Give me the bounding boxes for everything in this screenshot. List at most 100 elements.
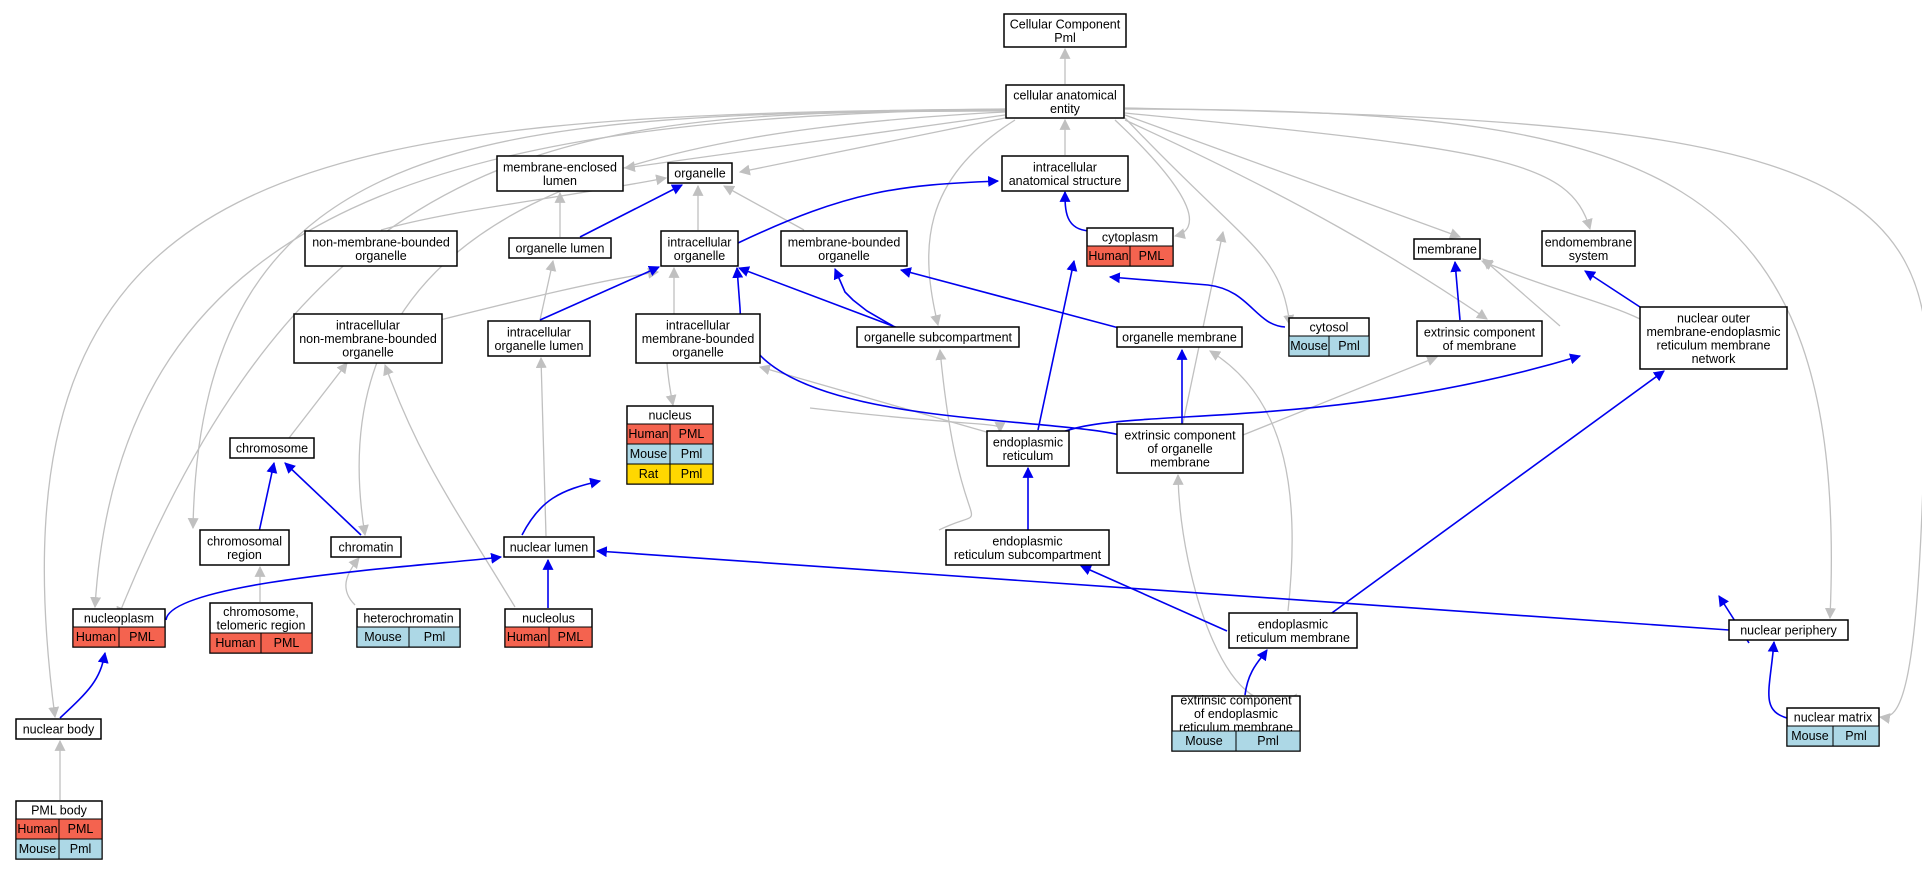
node-box: [1416, 320, 1543, 357]
species-label: Mouse: [1290, 339, 1328, 353]
is-a-edge: [43, 108, 1006, 719]
gene-label: PML: [68, 822, 94, 836]
node-label: organelle: [355, 249, 406, 263]
node-chromosome[interactable]: chromosome: [229, 437, 315, 459]
is-a-edge: [357, 111, 1006, 537]
node-label: of membrane: [1443, 339, 1517, 353]
gene-label: Pml: [681, 467, 703, 481]
node-nomerm[interactable]: nuclear outermembrane-endoplasmicreticul…: [1639, 306, 1788, 370]
node-label: organelle: [342, 346, 393, 360]
species-label: Human: [76, 630, 116, 644]
node-label: organelle lumen: [516, 242, 605, 256]
part-of-edge: [833, 267, 894, 327]
gene-cell: [260, 632, 313, 654]
node-label: cytoplasm: [1102, 231, 1158, 245]
node-org-lumen[interactable]: organelle lumen: [508, 237, 612, 259]
is-a-edge: [1124, 114, 1462, 239]
node-nuclear-body[interactable]: nuclear body: [15, 718, 102, 740]
node-box: [1003, 13, 1127, 48]
node-inmbo[interactable]: intracellularnon-membrane-boundedorganel…: [293, 313, 443, 364]
gene-cell: [118, 626, 166, 648]
node-label: organelle: [674, 167, 725, 181]
gene-label: PML: [129, 630, 155, 644]
node-label: PML body: [31, 804, 88, 818]
node-organelle[interactable]: organelle: [667, 162, 733, 184]
node-label: extrinsic component: [1180, 694, 1292, 708]
node-membrane[interactable]: membrane: [1413, 238, 1481, 260]
node-label: endoplasmic: [993, 435, 1063, 449]
gene-label: Pml: [424, 630, 446, 644]
species-label: Rat: [639, 467, 659, 481]
node-nuclear-periphery[interactable]: nuclear periphery: [1728, 619, 1849, 641]
node-box: [304, 230, 458, 267]
is-a-edge: [623, 114, 1006, 173]
node-label: endomembrane: [1545, 235, 1633, 249]
node-label: reticulum membrane: [1236, 631, 1350, 645]
node-box: [635, 313, 761, 364]
node-label: organelle lumen: [495, 339, 584, 353]
node-box: [1001, 155, 1129, 192]
part-of-edge: [1584, 270, 1641, 308]
species-label: Human: [17, 822, 57, 836]
is-a-edge: [439, 267, 660, 321]
is-a-edge: [535, 356, 547, 537]
node-label: intracellular: [666, 319, 730, 333]
node-label: non-membrane-bounded: [299, 332, 437, 346]
node-label: of endoplasmic: [1194, 707, 1278, 721]
part-of-edge: [737, 266, 899, 329]
gene-label: Pml: [681, 447, 703, 461]
part-of-edge: [258, 461, 278, 533]
node-label: reticulum: [1003, 449, 1054, 463]
species-label: Mouse: [1791, 729, 1829, 743]
node-org-membrane[interactable]: organelle membrane: [1116, 326, 1243, 348]
node-label: membrane: [1417, 243, 1477, 257]
node-chromatin[interactable]: chromatin: [330, 536, 402, 558]
species-label: Mouse: [364, 630, 402, 644]
node-label: nucleoplasm: [84, 612, 154, 626]
part-of-edge: [737, 175, 1000, 244]
is-a-edge: [935, 348, 973, 531]
node-label: heterochromatin: [363, 612, 453, 626]
node-label: reticulum membrane: [1657, 338, 1771, 352]
node-label: anatomical structure: [1009, 174, 1122, 188]
part-of-edge: [1767, 640, 1788, 719]
node-nuclear-lumen[interactable]: nuclear lumen: [503, 536, 595, 558]
is-a-edge: [345, 557, 360, 606]
gene-cell: [548, 626, 593, 648]
is-a-edge: [928, 119, 1016, 327]
node-box: [780, 230, 908, 267]
node-org-subcomp[interactable]: organelle subcompartment: [856, 326, 1020, 348]
node-label: intracellular: [336, 319, 400, 333]
node-label: nuclear lumen: [510, 541, 589, 555]
node-label: lumen: [543, 174, 577, 188]
node-label: membrane-bounded: [642, 332, 755, 346]
is-a-edge: [187, 109, 1006, 530]
node-label: system: [1569, 249, 1609, 263]
